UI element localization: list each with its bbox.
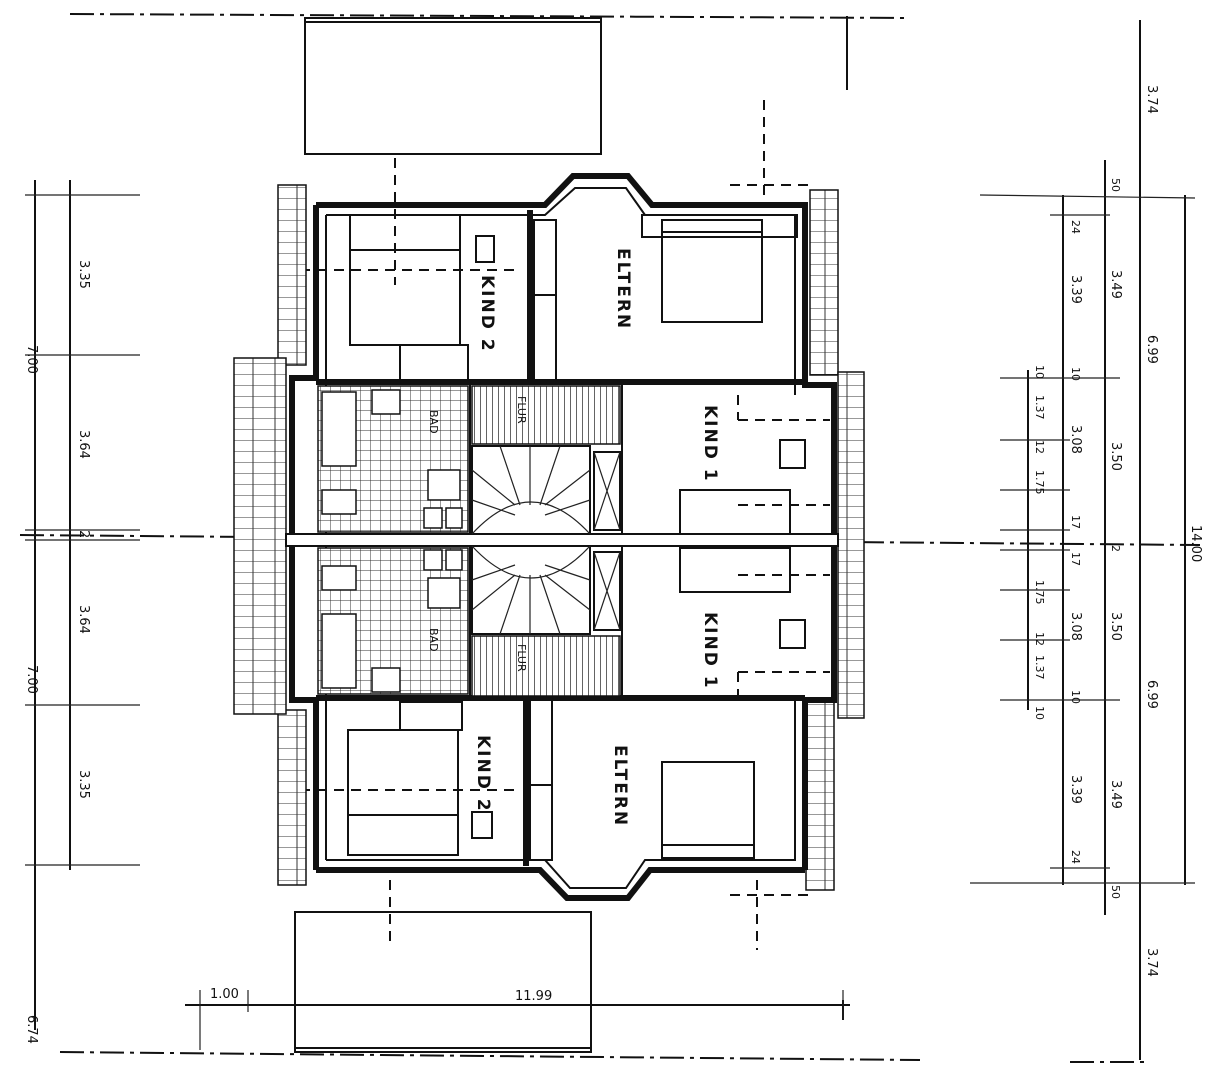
room-label-kind2-top: KIND 2: [477, 275, 497, 353]
corridor-bottom: [471, 635, 621, 697]
dim-left-seg-5: 3.35: [76, 770, 91, 799]
dim-right-d-175b: 17: [1069, 552, 1082, 566]
room-label-bad-top: BAD: [427, 410, 440, 434]
dim-right-c-350-top: 3.50: [1108, 442, 1123, 471]
dim-left-seg-3: 2: [76, 530, 91, 538]
dim-right-top-outer: 3.74: [1144, 85, 1159, 114]
dim-right-d-308-top: 3.08: [1068, 425, 1083, 454]
dim-right-e-12-top: 12: [1033, 440, 1046, 454]
furniture: [347, 214, 830, 861]
dim-right-e-10: 10: [1033, 365, 1046, 379]
dim-right-d-10b: 10: [1069, 690, 1082, 704]
dim-right-half-top: 6.99: [1144, 335, 1159, 364]
bathroom-top: [317, 385, 469, 533]
bathroom-bottom: [317, 547, 469, 695]
dim-right-d-10a: 10: [1069, 367, 1082, 381]
dimension-chain-right: 14.00 3.74 3.74 6.99 6.99 50 50 3.49 3.5…: [970, 20, 1203, 1060]
dim-right-d-175a: 17: [1069, 515, 1082, 529]
dim-right-offset-bottom: 50: [1109, 885, 1122, 899]
dim-right-d-24-bottom: 24: [1069, 850, 1082, 864]
dimension-chain-bottom: 1.00 11.99: [185, 987, 850, 1050]
dim-left-total-bottom: 7.00: [24, 665, 39, 694]
dim-left-seg-1: 3.35: [76, 260, 91, 289]
dim-right-offset-top: 50: [1109, 178, 1122, 192]
dim-right-d-24-top: 24: [1069, 220, 1082, 234]
dim-right-c-349-bottom: 3.49: [1108, 780, 1123, 809]
dim-right-e-12-bottom: 12: [1033, 632, 1046, 646]
room-label-kind2-bottom: KIND 2: [473, 735, 493, 813]
dim-left-seg-4: 3.64: [76, 605, 91, 634]
corridor-top: [471, 385, 621, 445]
stair-bottom: [471, 545, 621, 635]
dim-right-d-339-top: 3.39: [1068, 275, 1083, 304]
dim-right-half-bottom: 6.99: [1144, 680, 1159, 709]
dim-right-e-10-bottom: 10: [1033, 706, 1046, 720]
party-wall: [285, 533, 839, 547]
garage-bottom: [294, 911, 592, 1053]
dim-right-bottom-outer: 3.74: [1144, 948, 1159, 977]
dim-left-total-top: 7.00: [24, 345, 39, 374]
room-label-kind1-bottom: KIND 1: [700, 612, 720, 690]
dimension-chain-left: 7.00 7.00 3.35 3.64 2 3.64 3.35 6.74: [24, 180, 140, 1044]
room-label-eltern-bottom: ELTERN: [610, 745, 630, 827]
stair-top: [471, 445, 621, 535]
garage-top: [304, 17, 602, 155]
dim-right-c-350-bottom: 3.50: [1108, 612, 1123, 641]
interior-walls: [316, 210, 805, 866]
room-label-bad-bottom: BAD: [427, 628, 440, 652]
room-label-flur-top: FLUR: [515, 396, 528, 424]
dim-right-e-175-top: 1.75: [1033, 470, 1046, 495]
dim-bottom-left: 1.00: [210, 987, 239, 1002]
dim-left-corner: 6.74: [24, 1015, 39, 1044]
room-labels: KIND 2 ELTERN KIND 1 KIND 1 ELTERN KIND …: [427, 248, 720, 827]
dim-right-c-349-top: 3.49: [1108, 270, 1123, 299]
room-label-eltern-top: ELTERN: [613, 248, 633, 330]
dim-right-overall: 14.00: [1188, 525, 1203, 562]
dim-bottom-main: 11.99: [515, 989, 552, 1004]
dim-left-seg-2: 3.64: [76, 430, 91, 459]
dim-right-d-339-bottom: 3.39: [1068, 775, 1083, 804]
room-label-flur-bottom: FLUR: [515, 644, 528, 672]
dim-right-e-175-bottom: 1.75: [1033, 580, 1046, 605]
dim-right-c-2: 2: [1109, 545, 1122, 552]
dim-right-e-137-top: 1.37: [1033, 395, 1046, 420]
dim-right-d-308-bottom: 3.08: [1068, 612, 1083, 641]
dim-right-e-137-bottom: 1.37: [1033, 655, 1046, 680]
room-label-kind1-top: KIND 1: [700, 405, 720, 483]
